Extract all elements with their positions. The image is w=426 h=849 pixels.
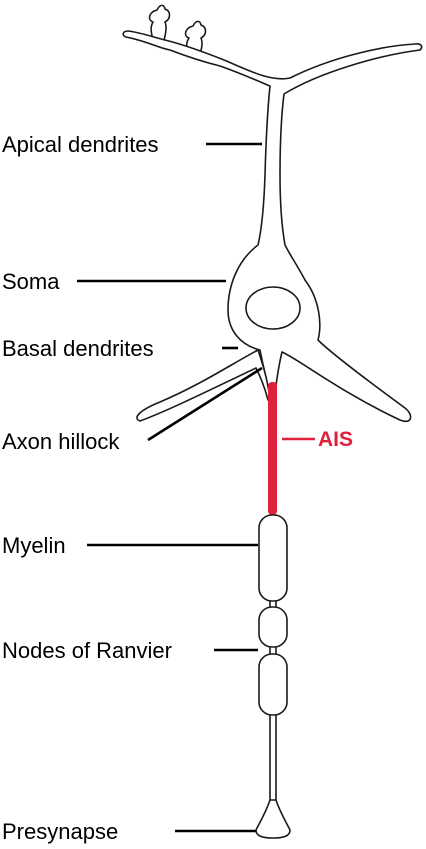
label-nodes-of-ranvier: Nodes of Ranvier (2, 638, 172, 663)
nucleus (245, 286, 301, 330)
axon-initial-segment (268, 382, 277, 515)
myelin-sheaths (258, 514, 288, 716)
label-presynapse: Presynapse (2, 819, 118, 844)
myelin-sheath (258, 606, 288, 648)
label-basal-dendrites: Basal dendrites (2, 336, 154, 361)
myelin-sheath (258, 514, 288, 602)
label-ais: AIS (318, 428, 353, 451)
label-apical-dendrites: Apical dendrites (2, 132, 159, 157)
label-axon-hillock: Axon hillock (2, 429, 120, 454)
myelin-sheath (258, 653, 288, 716)
basal-dendrite-left (136, 349, 271, 422)
apical-dendrite-tree (122, 30, 423, 513)
presynaptic-terminal (255, 799, 291, 839)
leader-line-axon-hillock (147, 366, 263, 442)
label-soma: Soma (2, 269, 60, 294)
label-myelin: Myelin (2, 533, 66, 558)
